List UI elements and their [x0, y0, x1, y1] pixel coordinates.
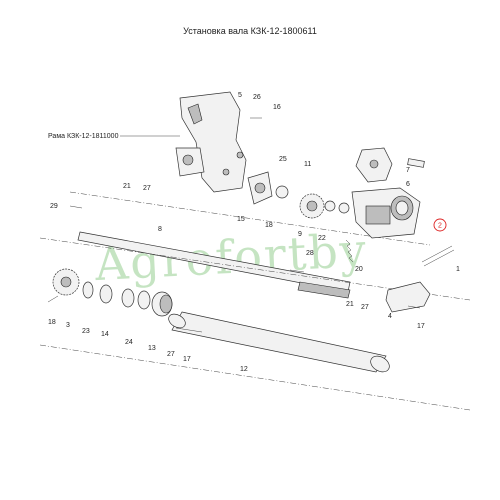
axis-line-bottom — [39, 344, 471, 411]
part-label: 26 — [253, 94, 261, 101]
sprocket-part-9 — [299, 193, 325, 219]
part-label: 28 — [306, 250, 314, 257]
part-label: 13 — [148, 345, 156, 352]
pin-part-29 — [69, 205, 83, 209]
ring-part-25 — [275, 185, 289, 199]
part-label: 17 — [417, 323, 425, 330]
bearing-part-24a — [121, 288, 135, 308]
frame-label: Рама КЗК-12-1811000 — [48, 133, 119, 140]
part-label: 17 — [183, 356, 191, 363]
part-label: 5 — [238, 92, 242, 99]
bolt-part-17-right — [407, 305, 421, 309]
part-label: 21 — [346, 301, 354, 308]
ring-part-22b — [338, 202, 350, 214]
bracket-part-6 — [355, 147, 425, 183]
bolt-part-18 — [47, 295, 59, 303]
hub-part-13 — [151, 291, 173, 317]
part-label: 20 — [355, 266, 363, 273]
part-label: 8 — [158, 226, 162, 233]
part-label: 15 — [237, 216, 245, 223]
part-label: 18 — [265, 222, 273, 229]
spring-part-20 — [345, 239, 354, 263]
part-label: 22 — [318, 235, 326, 242]
shaft-part — [77, 231, 351, 299]
highlight-callout-number: 2 — [438, 223, 442, 230]
rod-part-1 — [421, 245, 453, 263]
part-label: 24 — [125, 339, 133, 346]
frame-bracket — [175, 91, 247, 193]
part-label: 6 — [406, 181, 410, 188]
part-label: 14 — [101, 331, 109, 338]
diagram-title: Установка валa КЗК-12-1800611 — [183, 26, 317, 36]
bolt-part-17-left — [175, 327, 203, 333]
cover-part-4 — [385, 281, 431, 313]
part-label: 27 — [167, 351, 175, 358]
part-label: 18 — [48, 319, 56, 326]
ring-part-22a — [324, 200, 336, 212]
part-label: 27 — [361, 304, 369, 311]
part-label: 29 — [50, 203, 58, 210]
axis-line-upper — [69, 191, 431, 246]
part-label: 12 — [240, 366, 248, 373]
bearing-housing-15 — [247, 171, 273, 205]
bearing-part-24b — [137, 290, 151, 310]
pin-part-28 — [289, 269, 305, 273]
part-label: 3 — [66, 322, 70, 329]
part-label: 7 — [406, 167, 410, 174]
part-label: 1 — [456, 266, 460, 273]
part-label: 11 — [304, 161, 311, 168]
sprocket-part-3 — [52, 268, 80, 296]
axis-line-lower — [39, 237, 471, 301]
part-number-labels: 1 3 4 5 6 7 8 9 11 12 13 14 15 16 17 17 … — [48, 92, 460, 373]
part-label: 16 — [273, 104, 281, 111]
part-label: 9 — [298, 231, 302, 238]
gearbox-part — [351, 187, 421, 239]
bushing-part-23 — [82, 281, 94, 299]
part-label: 21 — [123, 183, 131, 190]
part-label: 23 — [82, 328, 90, 335]
part-label: 4 — [388, 313, 392, 320]
part-label: 25 — [279, 156, 287, 163]
part-label: 27 — [143, 185, 151, 192]
tube-part — [168, 311, 390, 373]
bushing-part-14 — [99, 284, 113, 304]
highlight-callout — [433, 218, 447, 232]
